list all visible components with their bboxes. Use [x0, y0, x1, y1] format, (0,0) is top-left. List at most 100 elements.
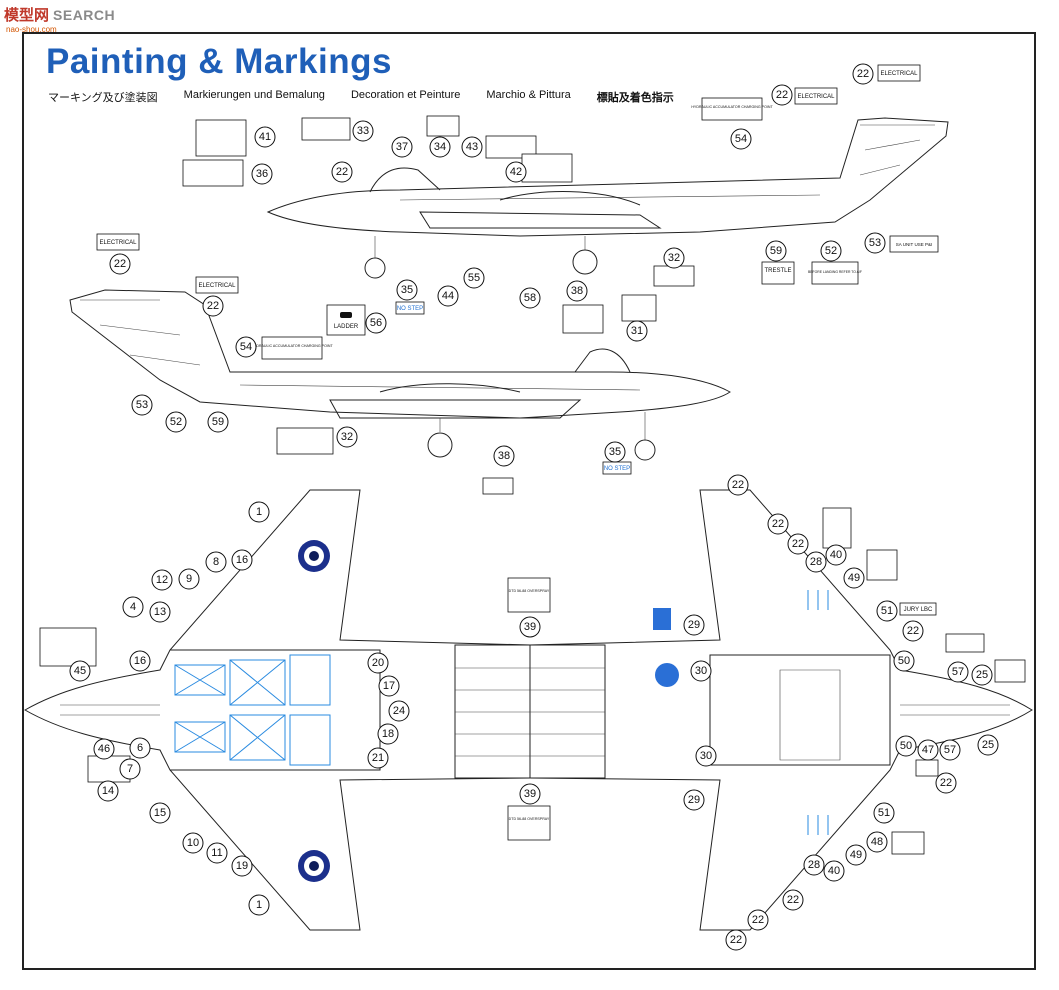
decal-blue-circle — [655, 663, 679, 687]
decal-box — [891, 831, 925, 855]
callout-number: 9 — [178, 568, 200, 590]
callout-label: 54 — [240, 341, 252, 353]
callout-label: 25 — [976, 669, 988, 681]
callout-circle — [367, 747, 389, 769]
callout-circle — [377, 723, 399, 745]
callout-number: 28 — [803, 854, 825, 876]
callout-circle — [93, 738, 115, 760]
watermark-url: nao-shou.com — [6, 25, 57, 34]
callout-number: 50 — [893, 650, 915, 672]
callout-number: 29 — [683, 789, 705, 811]
callout-number: 46 — [93, 738, 115, 760]
callout-label: 55 — [468, 272, 480, 284]
watermark: 模型网 SEARCH — [4, 4, 115, 25]
callout-label: 39 — [524, 621, 536, 633]
decal-box — [994, 659, 1026, 683]
stencil-text: DTD 56-88 OVERSPRAY — [509, 589, 550, 593]
callout-label: 36 — [256, 168, 268, 180]
callout-circle — [771, 84, 793, 106]
callout-label: 38 — [498, 450, 510, 462]
callout-circle — [876, 600, 898, 622]
callout-number: 57 — [947, 661, 969, 683]
callout-number: 49 — [845, 844, 867, 866]
callout-label: 35 — [401, 284, 413, 296]
callout-label: 17 — [383, 680, 395, 692]
callout-label: 46 — [98, 743, 110, 755]
stencil-dtd-bottom: DTD 56-88 OVERSPRAY — [507, 805, 551, 841]
callout-label: 30 — [695, 665, 707, 677]
subtitle-japanese: マーキング及び塗装図 — [48, 91, 158, 104]
callout-label: 22 — [776, 89, 788, 101]
stencil-dtd-top: DTD 56-88 OVERSPRAY — [507, 577, 551, 613]
callout-circle — [254, 126, 276, 148]
callout-number: 52 — [820, 240, 842, 262]
callout-number: 35 — [604, 441, 626, 463]
callout-number: 13 — [149, 601, 171, 623]
callout-circle — [131, 394, 153, 416]
callout-label: 4 — [130, 601, 136, 613]
callout-number: 18 — [377, 723, 399, 745]
callout-label: 1 — [256, 506, 262, 518]
callout-circle — [367, 652, 389, 674]
callout-label: 42 — [510, 166, 522, 178]
plan-view-lower — [529, 489, 1033, 931]
decal-box — [521, 153, 573, 183]
callout-circle — [178, 568, 200, 590]
stencil-electrical-mid2: ELECTRICAL — [195, 276, 239, 294]
callout-label: 8 — [213, 556, 219, 568]
callout-label: 50 — [898, 655, 910, 667]
stencil-text: SA UNIT USE P&I — [896, 242, 932, 247]
callout-number: 28 — [805, 551, 827, 573]
callout-label: 6 — [137, 742, 143, 754]
callout-number: 25 — [971, 664, 993, 686]
callout-circle — [747, 909, 769, 931]
callout-number: 21 — [367, 747, 389, 769]
callout-circle — [231, 855, 253, 877]
callout-number: 1 — [248, 894, 270, 916]
callout-circle — [519, 783, 541, 805]
subtitle-italian: Marchio & Pittura — [486, 89, 571, 101]
callout-circle — [803, 854, 825, 876]
callout-number: 11 — [206, 842, 228, 864]
decal-box — [426, 115, 460, 137]
callout-label: 35 — [609, 446, 621, 458]
stencil-hydraulic-top: HYDRAULIC ACCUMULATOR CHARGING POINT — [691, 97, 773, 121]
callout-circle — [331, 161, 353, 183]
callout-label: 15 — [154, 807, 166, 819]
decal-box — [39, 627, 97, 667]
callout-number: 30 — [695, 745, 717, 767]
stencil-ladder: LADDER — [326, 304, 366, 336]
callout-circle — [690, 660, 712, 682]
stencil-text: DTD 56-88 OVERSPRAY — [509, 817, 550, 821]
callout-label: 22 — [907, 625, 919, 637]
callout-label: 45 — [74, 665, 86, 677]
callout-label: 49 — [850, 849, 862, 861]
callout-label: 59 — [212, 416, 224, 428]
callout-number: 22 — [109, 253, 131, 275]
callout-number: 53 — [131, 394, 153, 416]
callout-number: 22 — [852, 63, 874, 85]
subtitle-german: Markierungen und Bemalung — [183, 89, 325, 101]
callout-label: 40 — [830, 549, 842, 561]
callout-number: 7 — [119, 758, 141, 780]
callout-circle — [725, 929, 747, 951]
watermark-brand: 模型网 — [4, 6, 50, 24]
callout-label: 40 — [828, 865, 840, 877]
callout-number: 49 — [843, 567, 865, 589]
callout-number: 22 — [727, 474, 749, 496]
callout-circle — [396, 279, 418, 301]
decal-box — [945, 633, 985, 653]
callout-label: 52 — [825, 245, 837, 257]
callout-number: 20 — [367, 652, 389, 674]
callout-label: 19 — [236, 860, 248, 872]
callout-number: 32 — [663, 247, 685, 269]
callout-label: 39 — [524, 788, 536, 800]
callout-label: 56 — [370, 317, 382, 329]
callout-label: 32 — [341, 431, 353, 443]
callout-circle — [787, 533, 809, 555]
callout-circle — [97, 780, 119, 802]
callout-number: 53 — [864, 232, 886, 254]
callout-number: 36 — [251, 163, 273, 185]
callout-number: 22 — [767, 513, 789, 535]
callout-circle — [69, 660, 91, 682]
